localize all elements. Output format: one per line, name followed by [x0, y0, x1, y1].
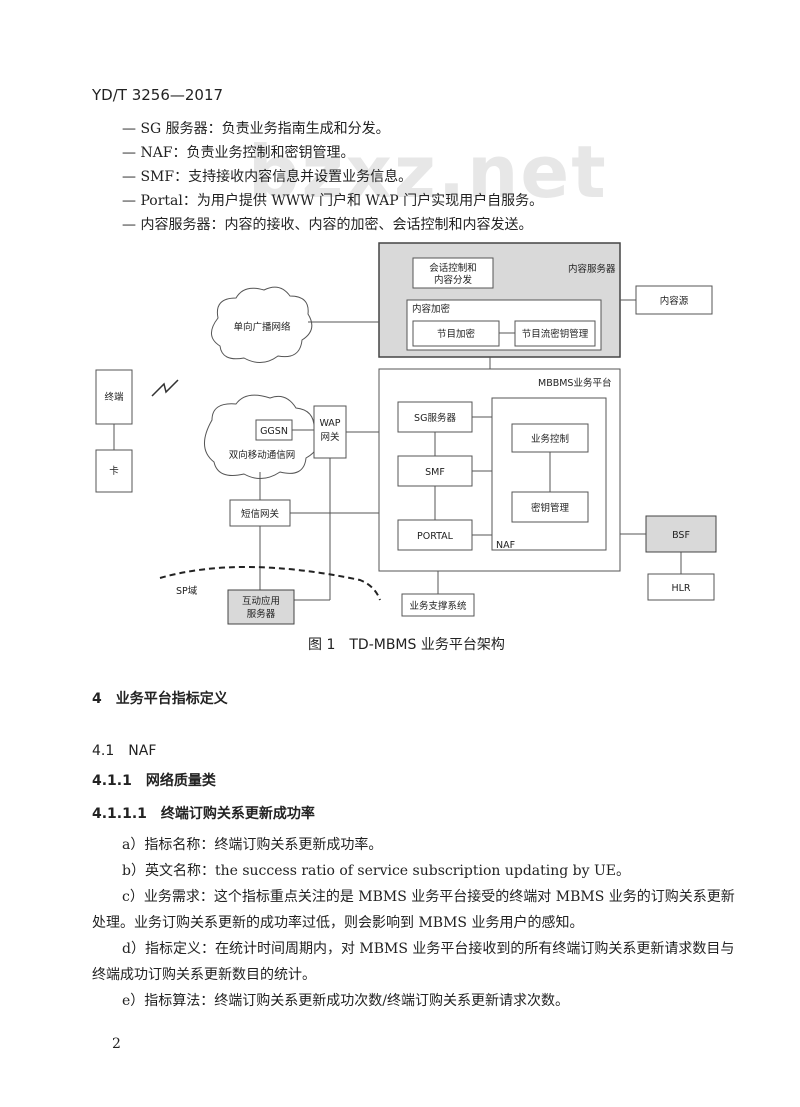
- document-id: YD/T 3256—2017: [92, 86, 224, 104]
- wap-label: WAP: [319, 418, 340, 429]
- hlr-label: HLR: [671, 583, 690, 594]
- sms-gateway-label: 短信网关: [241, 508, 280, 520]
- list-item: — NAF：负责业务控制和密钥管理。: [122, 145, 355, 161]
- list-item: — SMF：支持接收内容信息并设置业务信息。: [122, 169, 413, 185]
- item-c-line2: 处理。业务订购关系更新的成功率过低，则会影响到 MBMS 业务用户的感知。: [92, 915, 584, 931]
- interactive-server-label: 服务器: [247, 608, 276, 620]
- broadcast-net-cloud: [211, 286, 313, 363]
- architecture-diagram: 内容服务器 会话控制和 内容分发 内容加密 节目加密 节目流密钥管理 内容源 单…: [95, 242, 717, 625]
- bsf-label: BSF: [672, 530, 690, 541]
- interactive-app-label: 互动应用: [242, 595, 280, 607]
- watermark: bzxz.net: [248, 130, 608, 214]
- list-item: — 内容服务器：内容的接收、内容的加密、会话控制和内容发送。: [122, 217, 533, 233]
- item-e: e）指标算法：终端订购关系更新成功次数/终端订购关系更新请求次数。: [122, 993, 570, 1009]
- broadcast-net-label: 单向广播网络: [233, 321, 291, 333]
- item-a: a）指标名称：终端订购关系更新成功率。: [122, 837, 383, 853]
- list-item: — Portal：为用户提供 WWW 门户和 WAP 门户实现用户自服务。: [122, 193, 544, 209]
- ggsn-label: GGSN: [260, 426, 288, 437]
- naf-box: [491, 397, 607, 551]
- item-d-line2: 终端成功订购关系更新数目的统计。: [92, 967, 316, 983]
- mobile-net-label: 双向移动通信网: [229, 449, 296, 461]
- session-control-label: 会话控制和: [429, 262, 477, 274]
- stream-key-label: 节目流密钥管理: [522, 328, 589, 340]
- content-encryption-label: 内容加密: [412, 303, 451, 315]
- key-management-label: 密钥管理: [531, 502, 570, 514]
- item-d-line1: d）指标定义：在统计时间周期内，对 MBMS 业务平台接收到的所有终端订购关系更…: [122, 941, 735, 957]
- item-b: b）英文名称：the success ratio of service subs…: [122, 863, 631, 879]
- support-system-label: 业务支撑系统: [409, 600, 467, 612]
- sg-server-label: SG服务器: [414, 412, 456, 424]
- hlr-box: [647, 573, 715, 601]
- portal-label: PORTAL: [417, 531, 454, 542]
- wap-gateway-box: [313, 405, 347, 459]
- program-encryption-label: 节目加密: [437, 328, 476, 340]
- service-control-label: 业务控制: [531, 433, 569, 445]
- naf-label: NAF: [496, 540, 515, 551]
- item-c-line1: c）业务需求：这个指标重点关注的是 MBMS 业务平台接受的终端对 MBMS 业…: [122, 889, 735, 905]
- section-heading: 4 业务平台指标定义: [92, 691, 228, 707]
- page-number: 2: [112, 1036, 121, 1052]
- section-heading: 4.1.1 网络质量类: [92, 773, 216, 789]
- terminal-box: [95, 369, 133, 425]
- list-item: — SG 服务器：负责业务指南生成和分发。: [122, 121, 390, 137]
- figure-caption: 图 1 TD-MBMS 业务平台架构: [308, 637, 505, 653]
- platform-label: MBBMS业务平台: [538, 377, 611, 389]
- card-label: 卡: [109, 465, 119, 477]
- terminal-label: 终端: [104, 391, 124, 403]
- content-server-label: 内容服务器: [568, 263, 616, 275]
- content-source-label: 内容源: [660, 295, 689, 307]
- section-heading: 4.1 NAF: [92, 743, 157, 759]
- gateway-label: 网关: [320, 431, 340, 443]
- section-heading: 4.1.1.1 终端订购关系更新成功率: [92, 806, 315, 822]
- content-distribution-label: 内容分发: [434, 274, 473, 286]
- card-box: [95, 449, 133, 493]
- interactive-server-box: [227, 589, 295, 625]
- smf-label: SMF: [425, 467, 445, 478]
- sp-domain-label: SP域: [176, 585, 198, 597]
